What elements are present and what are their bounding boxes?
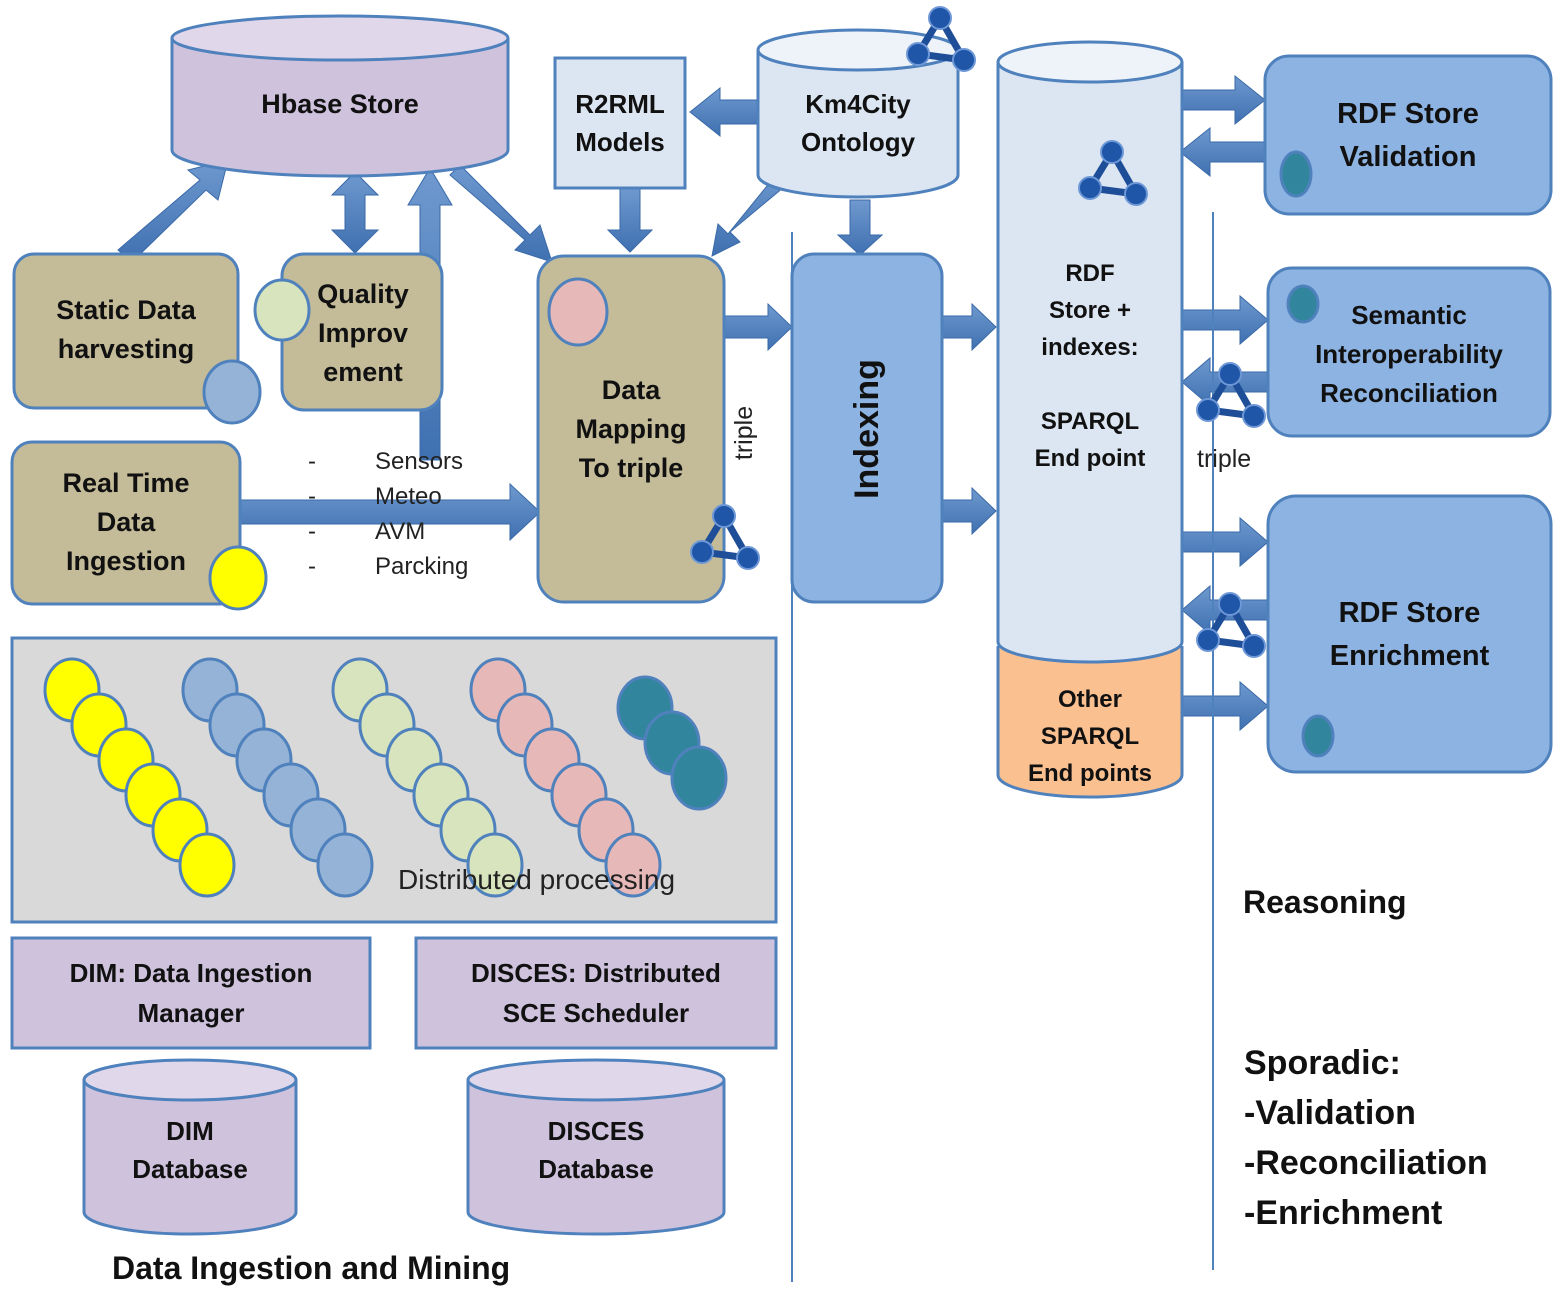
- rdf-network-icon: [690, 504, 760, 570]
- section-ingestion-title: Data Ingestion and Mining: [112, 1250, 511, 1286]
- arrow-mapping-to-indexing: [721, 302, 793, 352]
- pink-dot: [604, 832, 662, 898]
- sporadic-item: -Validation: [1244, 1094, 1416, 1132]
- source-item: - AVM: [308, 518, 425, 546]
- sporadic-block: Sporadic: -Validation -Reconciliation -E…: [1244, 1038, 1488, 1238]
- indexing-label: Indexing: [848, 359, 886, 499]
- dim-manager-box: [10, 936, 372, 1050]
- arrow-realtime-to-mapping: [239, 482, 541, 542]
- quality-label: Quality Improv ement: [317, 278, 409, 387]
- network-icons: [690, 6, 1266, 658]
- arrow-store-to-validation: [1179, 74, 1266, 126]
- source-item: - Sensors: [308, 448, 463, 476]
- rdf-store-label: RDF Store + indexes: SPARQL End point: [1034, 260, 1146, 472]
- source-bullet: -: [308, 553, 316, 580]
- disces-scheduler-box: [414, 936, 778, 1050]
- rdf-enrichment-box: [1266, 494, 1553, 774]
- triple-horizontal-label: triple: [1197, 445, 1252, 473]
- arrow-indexing-to-store-2: [939, 486, 997, 536]
- arrow-other-to-enrichment: [1179, 680, 1269, 732]
- source-item: - Meteo: [308, 483, 442, 511]
- arrow-static-to-hbase: [117, 159, 229, 263]
- real-time-label: Real Time Data Ingestion: [62, 467, 190, 576]
- source-item: - Parcking: [308, 553, 468, 581]
- mapping-pink-circle: [547, 277, 609, 347]
- dim-db-cylinder: [82, 1058, 298, 1236]
- semantic-interop-box: [1266, 266, 1552, 438]
- enrichment-teal-circle: [1301, 714, 1335, 758]
- static-data-label: Static Data harvesting: [56, 295, 196, 364]
- rdf-network-icon: [906, 6, 976, 72]
- disces-scheduler-label: DISCES: Distributed SCE Scheduler: [471, 958, 721, 1028]
- rdf-validation-label: RDF Store Validation: [1337, 98, 1479, 173]
- sporadic-item: -Reconciliation: [1244, 1144, 1488, 1182]
- disces-db-label: DISCES Database: [538, 1116, 654, 1184]
- sporadic-item: -Enrichment: [1244, 1194, 1443, 1232]
- rdf-network-icon: [1078, 140, 1148, 206]
- disces-db-cylinder: [466, 1058, 726, 1236]
- green-dot: [466, 832, 524, 898]
- yellow-dot: [178, 832, 236, 898]
- dim-db-label: DIM Database: [132, 1116, 248, 1184]
- arrow-validation-to-store: [1179, 126, 1266, 178]
- source-bullet: -: [308, 448, 316, 475]
- reasoning-title: Reasoning: [1243, 884, 1407, 920]
- arrow-hbase-quality: [330, 171, 380, 254]
- rdf-validation-box: [1263, 54, 1553, 216]
- dot-chains: [43, 657, 728, 898]
- arrow-km4city-to-r2rml: [689, 86, 761, 138]
- real-time-box: [10, 440, 242, 606]
- static-data-box: [12, 252, 240, 410]
- rdf-network-icon: [1196, 592, 1266, 658]
- semantic-teal-circle: [1286, 284, 1320, 324]
- rdf-network-icon: [1196, 362, 1266, 428]
- arrow-km4city-to-indexing: [836, 199, 884, 256]
- sporadic-title: Sporadic:: [1244, 1044, 1401, 1082]
- r2rml-label: R2RML Models: [575, 89, 665, 157]
- source-label: AVM: [375, 518, 426, 545]
- arrow-store-to-semantic: [1179, 294, 1269, 346]
- arrow-store-to-enrichment: [1179, 516, 1269, 568]
- validation-teal-circle: [1279, 150, 1313, 198]
- arrow-r2rml-to-mapping: [606, 187, 654, 253]
- static-blue-circle: [202, 359, 262, 425]
- source-bullet: -: [308, 483, 316, 510]
- arrow-hbase-to-mapping: [449, 164, 553, 263]
- semantic-interop-label: Semantic Interoperability Reconciliation: [1315, 299, 1503, 408]
- arrow-indexing-to-store-1: [939, 302, 997, 352]
- km4city-label: Km4City Ontology: [800, 89, 916, 157]
- source-label: Meteo: [375, 483, 442, 510]
- rdf-store-cylinder: [996, 40, 1184, 799]
- realtime-yellow-circle: [208, 545, 268, 611]
- teal-dot: [670, 745, 728, 811]
- source-bullet: -: [308, 518, 316, 545]
- source-label: Sensors: [375, 448, 464, 475]
- hbase-store-cylinder: [170, 14, 510, 178]
- distributed-processing-label: Distributed processing: [398, 864, 676, 895]
- triple-vertical-label: triple: [730, 405, 758, 461]
- rdf-enrichment-label: RDF Store Enrichment: [1329, 597, 1490, 672]
- other-sparql-label: Other SPARQL End points: [1028, 685, 1152, 787]
- quality-green-circle: [253, 278, 311, 342]
- source-label: Parcking: [375, 553, 469, 580]
- blue-dot: [316, 832, 374, 898]
- data-mapping-label: Data Mapping To triple: [575, 374, 687, 483]
- dim-manager-label: DIM: Data Ingestion Manager: [69, 958, 313, 1028]
- hbase-store-label: Hbase Store: [261, 88, 419, 119]
- r2rml-box: [553, 56, 687, 190]
